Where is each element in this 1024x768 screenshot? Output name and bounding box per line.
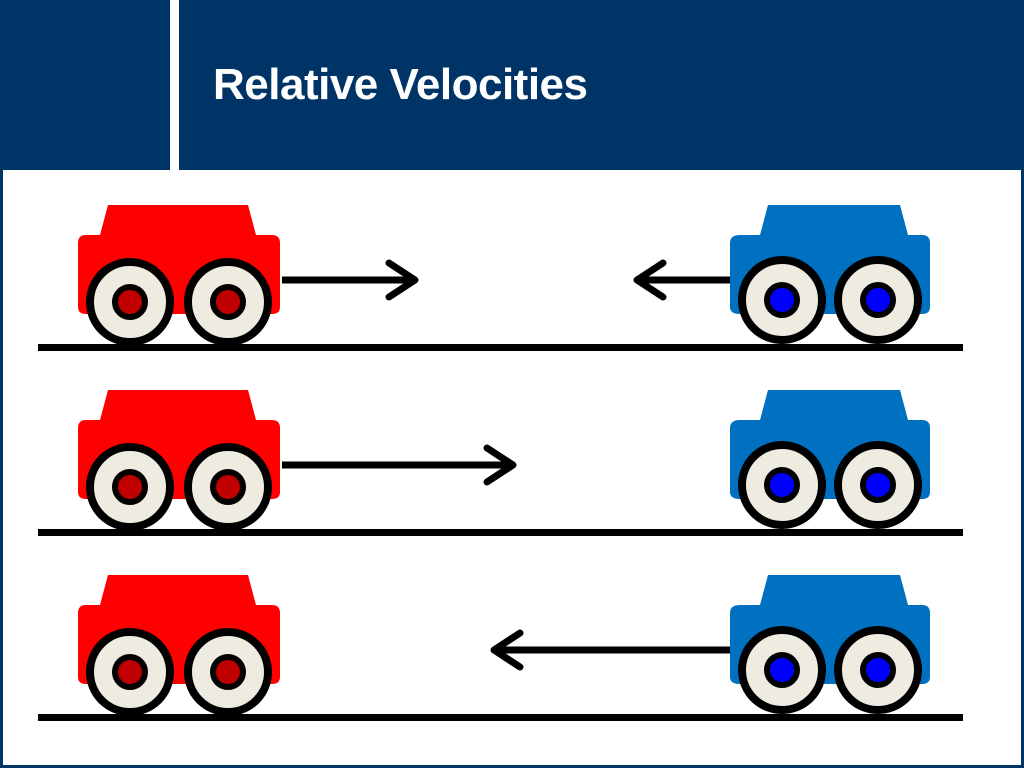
velocity-arrow-icon [282, 259, 419, 301]
red-car-icon [78, 205, 280, 342]
content-frame [0, 170, 1024, 768]
velocity-arrow-icon [282, 444, 517, 486]
header-left-block [0, 0, 170, 170]
road-line [38, 714, 963, 721]
blue-car-icon [730, 205, 930, 340]
scene-1 [38, 205, 963, 351]
velocity-arrow-icon [490, 629, 730, 671]
road-line [38, 529, 963, 536]
red-car-icon [78, 575, 280, 712]
velocity-arrow-icon [633, 259, 730, 301]
scene-2 [38, 390, 963, 536]
red-car-icon [78, 390, 280, 527]
blue-car-icon [730, 390, 930, 525]
slide-title: Relative Velocities [213, 60, 588, 109]
header-divider [170, 0, 179, 170]
blue-car-icon [730, 575, 930, 710]
scene-3 [38, 575, 963, 721]
road-line [38, 344, 963, 351]
